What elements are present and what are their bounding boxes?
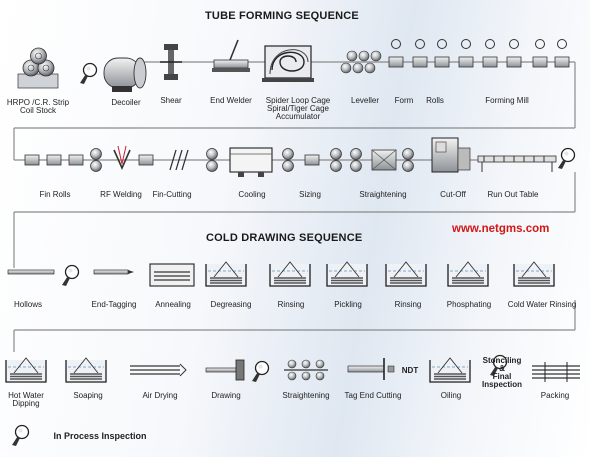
phosphating-tank-icon [447,261,489,287]
decoiler-label: Decoiler [111,98,141,107]
fin-cutting-label: Fin-Cutting [152,190,192,199]
soaping-tank-icon [65,357,107,383]
inspection-magnifier-icon [61,264,80,287]
sizing-label: Sizing [299,190,321,199]
soaping-label: Soaping [73,391,103,400]
forming-mill-icon [388,39,570,68]
oiling-label: Oiling [440,391,462,400]
hot-water-tank-icon [5,357,47,383]
run-out-table-icon [477,155,557,172]
end-welder-icon [212,39,250,72]
hot-water-label-1: Hot Water [8,391,44,400]
drawing-label: Drawing [211,391,241,400]
run-out-table-label: Run Out Table [487,190,539,199]
leveller-rolls-icon [340,50,382,74]
stencil-label-3: Final [492,372,512,381]
tag-end-cutting-icon [347,358,395,380]
forming-mill-label: Forming Mill [485,96,529,105]
accumulator-label-3: Accumulator [275,112,321,121]
end-tagging-icon [93,269,134,275]
coil-stock-label-1: HRPO /C.R. Strip [6,98,70,107]
end-welder-label: End Welder [210,96,252,105]
cut-off-label: Cut-Off [440,190,466,199]
end-tagging-label: End-Tagging [91,300,137,309]
accumulator-label-1: Spider Loop Cage [265,96,331,105]
coil-stock-icon [17,47,59,89]
hollows-label: Hollows [13,300,43,309]
website-url: www.netgms.com [452,223,550,235]
air-drying-label: Air Drying [142,391,178,400]
shear-label: Shear [160,96,182,105]
fin-cutting-icon [169,149,189,171]
pickling-label: Pickling [334,300,362,309]
hollows-icon [7,269,55,275]
annealing-label: Annealing [155,300,191,309]
tube-forming-title: TUBE FORMING SEQUENCE [205,10,359,22]
degreasing-label: Degreasing [210,300,252,309]
legend-magnifier-icon [11,424,30,447]
rolls-label: Rolls [426,96,444,105]
oiling-tank-icon [429,357,471,383]
shear-icon [160,44,182,80]
decoiler-icon [103,57,147,92]
annealing-furnace-icon [149,263,195,287]
rf-welding-icon [113,145,154,170]
inspection-magnifier-icon [557,147,576,170]
leveller-label: Leveller [350,96,380,105]
rinsing-label-a: Rinsing [277,300,305,309]
cooling-label: Cooling [238,190,266,199]
cold-water-rinsing-label: Cold Water Rinsing [507,300,577,309]
rinsing-tank-icon [385,261,427,287]
ndt-label: NDT [401,366,419,375]
straightening-icon [284,359,328,381]
straightening-label: Straightening [282,391,330,400]
rinsing-label-b: Rinsing [394,300,422,309]
legend-label: In Process Inspection [53,431,147,441]
fin-rolls-label: Fin Rolls [39,190,71,199]
cold-water-tank-icon [513,261,555,287]
packing-label: Packing [540,391,570,400]
cooling-tank-icon [229,147,273,177]
coil-stock-label-2: Coil Stock [19,106,57,115]
accumulator-icon [262,45,314,82]
accumulator-label-2: Spiral/Tiger Cage [267,104,329,113]
tag-end-cutting-label: Tag End Cutting [344,391,402,400]
stencil-label-4: Inspection [481,380,523,389]
air-drying-icon [130,363,187,377]
packing-bundle-icon [532,362,580,382]
inspection-magnifier-icon [79,62,98,85]
rinsing-tank-icon [269,261,311,287]
stencil-label-2: & [499,364,505,373]
form-label: Form [394,96,414,105]
pickling-tank-icon [326,261,368,287]
degreasing-tank-icon [205,261,247,287]
hot-water-label-2: Dipping [12,399,40,408]
inspection-magnifier-icon [251,360,270,383]
straightening-rolls-icon [350,148,414,172]
straightening-label: Straightening [359,190,407,199]
rf-welding-label: RF Welding [100,190,142,199]
phosphating-label: Phosphating [446,300,492,309]
cold-drawing-title: COLD DRAWING SEQUENCE [206,232,363,244]
cut-off-machine-icon [431,137,471,173]
stencil-label-1: Stonciling [482,356,522,365]
drawing-die-icon [205,359,245,381]
